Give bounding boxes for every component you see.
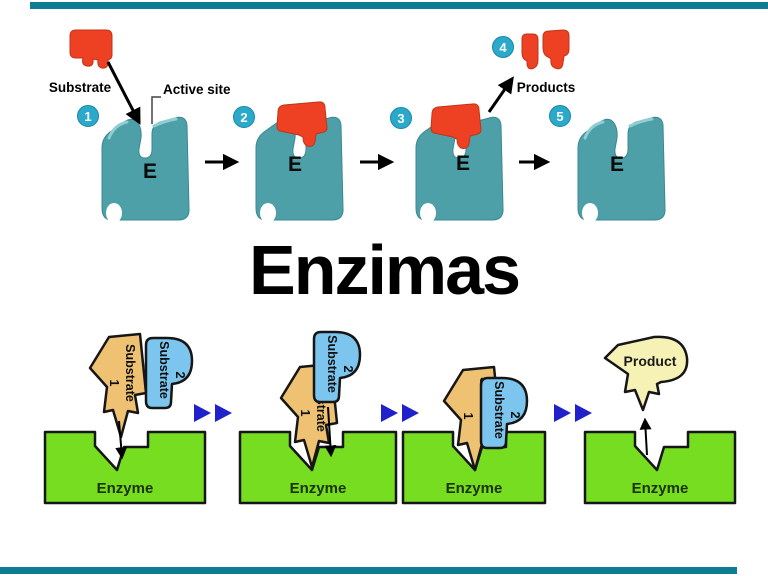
enzyme-shapes (101, 116, 666, 223)
enzyme-step5-icon (577, 116, 666, 223)
badge-step5-number: 5 (556, 109, 563, 124)
active-site-pointer-line (151, 96, 161, 124)
ff-arrow-3a (554, 404, 571, 422)
enzyme-letter-step3: E (456, 152, 470, 175)
free-substrate-icon (69, 29, 113, 69)
ff-arrow-1a (194, 404, 211, 422)
enzyme-letter-step1: E (143, 160, 157, 183)
binding-arrows (115, 406, 652, 460)
enzyme-step3-icon (415, 116, 504, 223)
active-site-label: Active site (163, 82, 231, 97)
step-badges (77, 36, 571, 129)
substrate2-number: 2 (173, 372, 187, 379)
badge-step1-number: 1 (84, 109, 91, 124)
substrate1-number: 1 (461, 413, 475, 420)
substrate2-panel3-icon: Substrate 2 (479, 376, 529, 450)
badge-step5 (549, 105, 571, 127)
reaction-arrows (106, 61, 551, 171)
enzyme-letter-step5: E (610, 153, 624, 176)
page-title: Enzimas (249, 231, 521, 309)
badge-step2 (233, 106, 255, 128)
substrate1-panel1-icon: Substrate 1 (88, 332, 148, 439)
substrate1-binding-arrow (115, 420, 128, 460)
substrate-entry-arrow (106, 61, 141, 125)
badge-step3-number: 3 (397, 111, 404, 126)
enzyme-step2-icon (255, 116, 344, 223)
badge-step4 (492, 36, 514, 58)
enzyme-step1-icon (101, 116, 190, 223)
substrate2-panel1-icon: Substrate 2 (144, 336, 194, 410)
product-label: Product (624, 353, 677, 369)
substrate2-binding-arrow (324, 406, 337, 458)
enzyme-label-4: Enzyme (632, 480, 689, 497)
products-release-arrow (487, 76, 514, 113)
products-label: Products (517, 80, 576, 95)
substrate2-word: Substrate (325, 335, 339, 393)
badge-step3 (390, 107, 412, 129)
bound-substrate-step3-icon (430, 103, 482, 149)
product-release-arrow (639, 417, 652, 456)
substrate2-panel2-icon: Substrate 2 (312, 330, 362, 404)
product-shape: Product (603, 335, 689, 412)
ff-arrow-3b (575, 404, 592, 422)
enzyme-letter-step2: E (288, 153, 302, 176)
bottom-edge-bar (0, 567, 737, 574)
substrate2-word: Substrate (492, 381, 506, 439)
substrate2-shapes: Substrate 2 Substrate 2 Substrate 2 (144, 330, 529, 450)
enzyme-cycle-diagram: 1 2 3 4 5 Substrate Active site Products… (49, 29, 666, 223)
substrate1-number: 1 (107, 380, 121, 387)
bound-substrate-step2-icon (276, 101, 328, 147)
enzyme-block-4 (583, 430, 737, 505)
ff-arrow-2b (402, 404, 419, 422)
progress-arrows (194, 404, 592, 422)
product1-icon (521, 33, 539, 70)
substrate1-number: 1 (298, 410, 312, 417)
badge-step2-number: 2 (240, 110, 247, 125)
two-substrate-diagram: Substrate 1 Substrate 1 Substrate 1 Subs… (43, 330, 737, 505)
substrate-shapes (69, 29, 570, 149)
product-icon (603, 335, 689, 412)
product2-icon (542, 29, 570, 70)
enzyme-label-3: Enzyme (446, 480, 503, 497)
enzyme-block-3 (401, 430, 547, 505)
substrate-label: Substrate (49, 80, 112, 95)
top-edge-bar (30, 2, 768, 9)
badge-step4-number: 4 (499, 40, 507, 55)
enzyme-blocks (43, 430, 737, 505)
badge-step1 (77, 105, 99, 127)
enzyme-block-1 (43, 430, 207, 505)
enzyme-block-2 (238, 430, 398, 505)
substrate2-number: 2 (508, 412, 522, 419)
ff-arrow-2a (381, 404, 398, 422)
substrate2-number: 2 (341, 366, 355, 373)
enzyme-label-1: Enzyme (97, 480, 154, 497)
substrate1-word: Substrate (123, 344, 137, 402)
enzyme-label-2: Enzyme (290, 480, 347, 497)
ff-arrow-1b (215, 404, 232, 422)
substrate2-word: Substrate (157, 341, 171, 399)
